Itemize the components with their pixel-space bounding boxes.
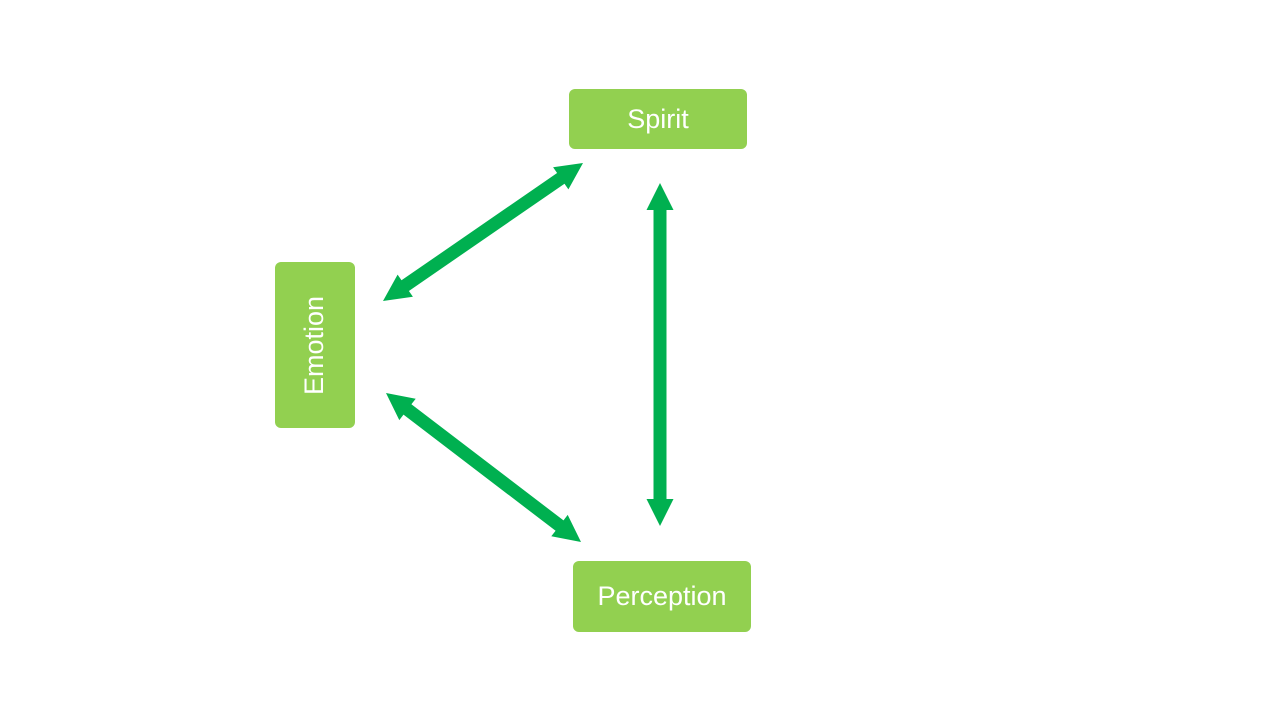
node-perception: Perception xyxy=(573,561,751,632)
arrow-spirit-perception xyxy=(646,183,674,526)
node-spirit-label: Spirit xyxy=(627,103,689,134)
arrow-spirit-emotion xyxy=(383,163,583,301)
node-emotion: Emotion xyxy=(275,262,355,428)
node-emotion-label: Emotion xyxy=(299,295,330,395)
arrow-emotion-perception xyxy=(386,393,581,542)
node-spirit: Spirit xyxy=(569,89,747,149)
node-perception-label: Perception xyxy=(597,581,727,611)
